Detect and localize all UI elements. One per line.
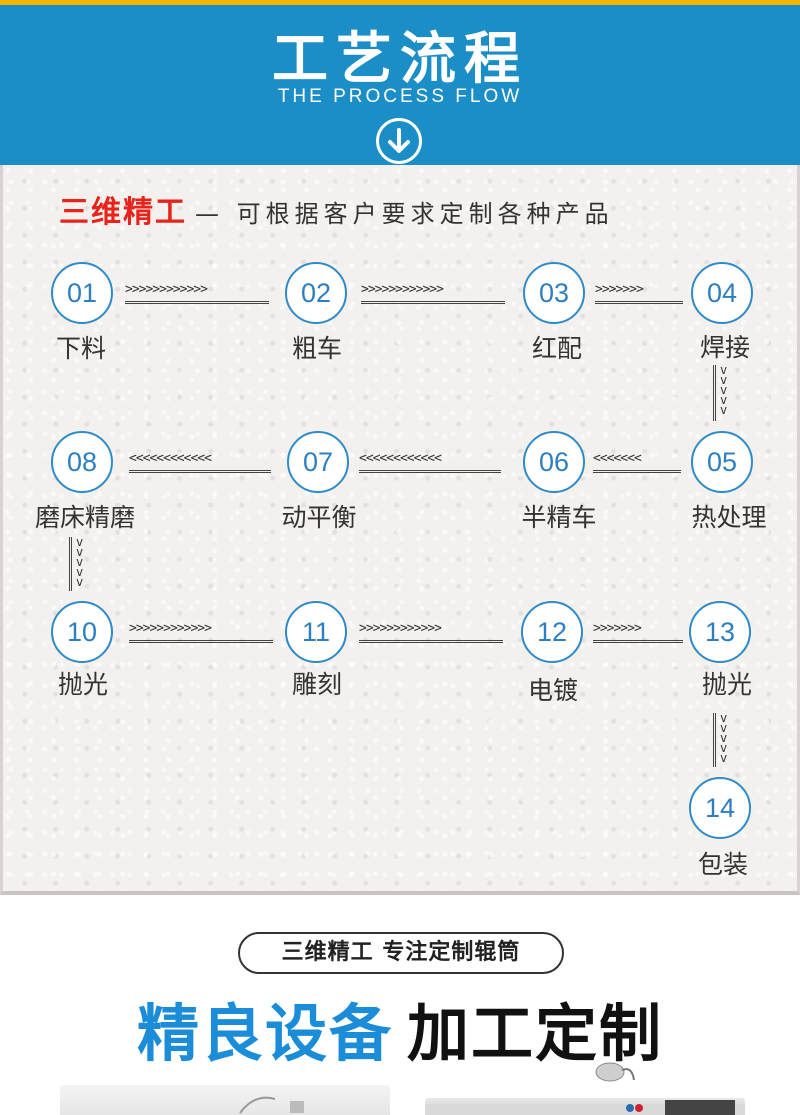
heading-black-part: 加工定制 (407, 997, 664, 1070)
step-number: 13 (689, 601, 751, 663)
process-step-05: 05 热处理 (685, 431, 767, 532)
step-number: 07 (287, 431, 349, 493)
process-panel: 三维精工 — 可根据客户要求定制各种产品 01 下料 >>>>>>>>>>>> 0… (0, 165, 800, 895)
brand-slogan-badge: 三维精工 专注定制辊筒 (238, 932, 564, 974)
process-step-03: 03 红配 (517, 262, 589, 363)
arrow-right-connector: >>>>>>>>>>>> (359, 621, 503, 643)
step-label: 抛光 (57, 670, 109, 699)
process-step-04: 04 焊接 (685, 262, 757, 362)
step-number: 05 (691, 431, 753, 493)
circle-down-arrow-icon (376, 118, 422, 164)
process-step-08: 08 磨床精磨 (35, 431, 135, 532)
step-number: 14 (689, 777, 751, 839)
brand-tagline: — 可根据客户要求定制各种产品 (195, 200, 614, 228)
step-label: 红配 (531, 334, 583, 363)
process-step-14: 14 包装 (683, 777, 755, 879)
step-label: 抛光 (701, 670, 753, 699)
step-label: 包装 (697, 850, 749, 879)
arrow-right-connector: >>>>>>>>>>>> (125, 282, 269, 304)
arrow-left-connector: <<<<<<< (593, 451, 681, 473)
step-number: 08 (51, 431, 113, 493)
process-step-13: 13 抛光 (683, 601, 755, 699)
step-number: 04 (691, 262, 753, 324)
step-label: 磨床精磨 (34, 503, 136, 532)
arrow-left-connector: <<<<<<<<<<<< (359, 451, 501, 473)
arrow-right-connector: >>>>>>>>>>>> (361, 282, 505, 304)
brand-name: 三维精工 (59, 195, 187, 230)
machine-lamp-icon (592, 1060, 638, 1084)
step-label: 电镀 (527, 676, 579, 705)
process-step-07: 07 动平衡 (281, 431, 357, 532)
step-label: 动平衡 (281, 503, 357, 532)
step-number: 03 (523, 262, 585, 324)
step-label: 焊接 (699, 333, 751, 362)
equipment-photo-right (425, 1098, 745, 1115)
step-number: 06 (523, 431, 585, 493)
step-label: 粗车 (291, 334, 343, 363)
step-number: 01 (51, 262, 113, 324)
page-title: 工艺流程 (272, 27, 528, 92)
step-label: 半精车 (521, 503, 597, 532)
heading-blue-part: 精良设备 (136, 997, 393, 1070)
step-number: 12 (521, 601, 583, 663)
arrow-left-connector: <<<<<<<<<<<< (129, 451, 271, 473)
step-number: 11 (285, 601, 347, 663)
step-number: 02 (285, 262, 347, 324)
header-banner: 工艺流程 THE PROCESS FLOW (0, 0, 800, 165)
brand-line: 三维精工 — 可根据客户要求定制各种产品 (59, 187, 614, 230)
page-subtitle: THE PROCESS FLOW (277, 86, 523, 107)
equipment-photo-left (60, 1085, 390, 1115)
arrow-right-connector: >>>>>>> (595, 282, 683, 304)
step-label: 雕刻 (291, 670, 343, 699)
process-step-10: 10 抛光 (45, 601, 117, 699)
equipment-heading: 精良设备加工定制 (0, 983, 800, 1073)
process-step-01: 01 下料 (45, 262, 117, 363)
step-label: 热处理 (691, 503, 767, 532)
process-step-06: 06 半精车 (517, 431, 597, 532)
process-step-02: 02 粗车 (279, 262, 351, 363)
arrow-right-connector: >>>>>>>>>>>> (129, 621, 273, 643)
arrow-right-connector: >>>>>>> (593, 621, 683, 643)
header-top-stripe (0, 0, 800, 5)
process-step-12: 12 电镀 (515, 601, 587, 705)
step-number: 10 (51, 601, 113, 663)
process-step-11: 11 雕刻 (279, 601, 351, 699)
step-label: 下料 (55, 334, 107, 363)
